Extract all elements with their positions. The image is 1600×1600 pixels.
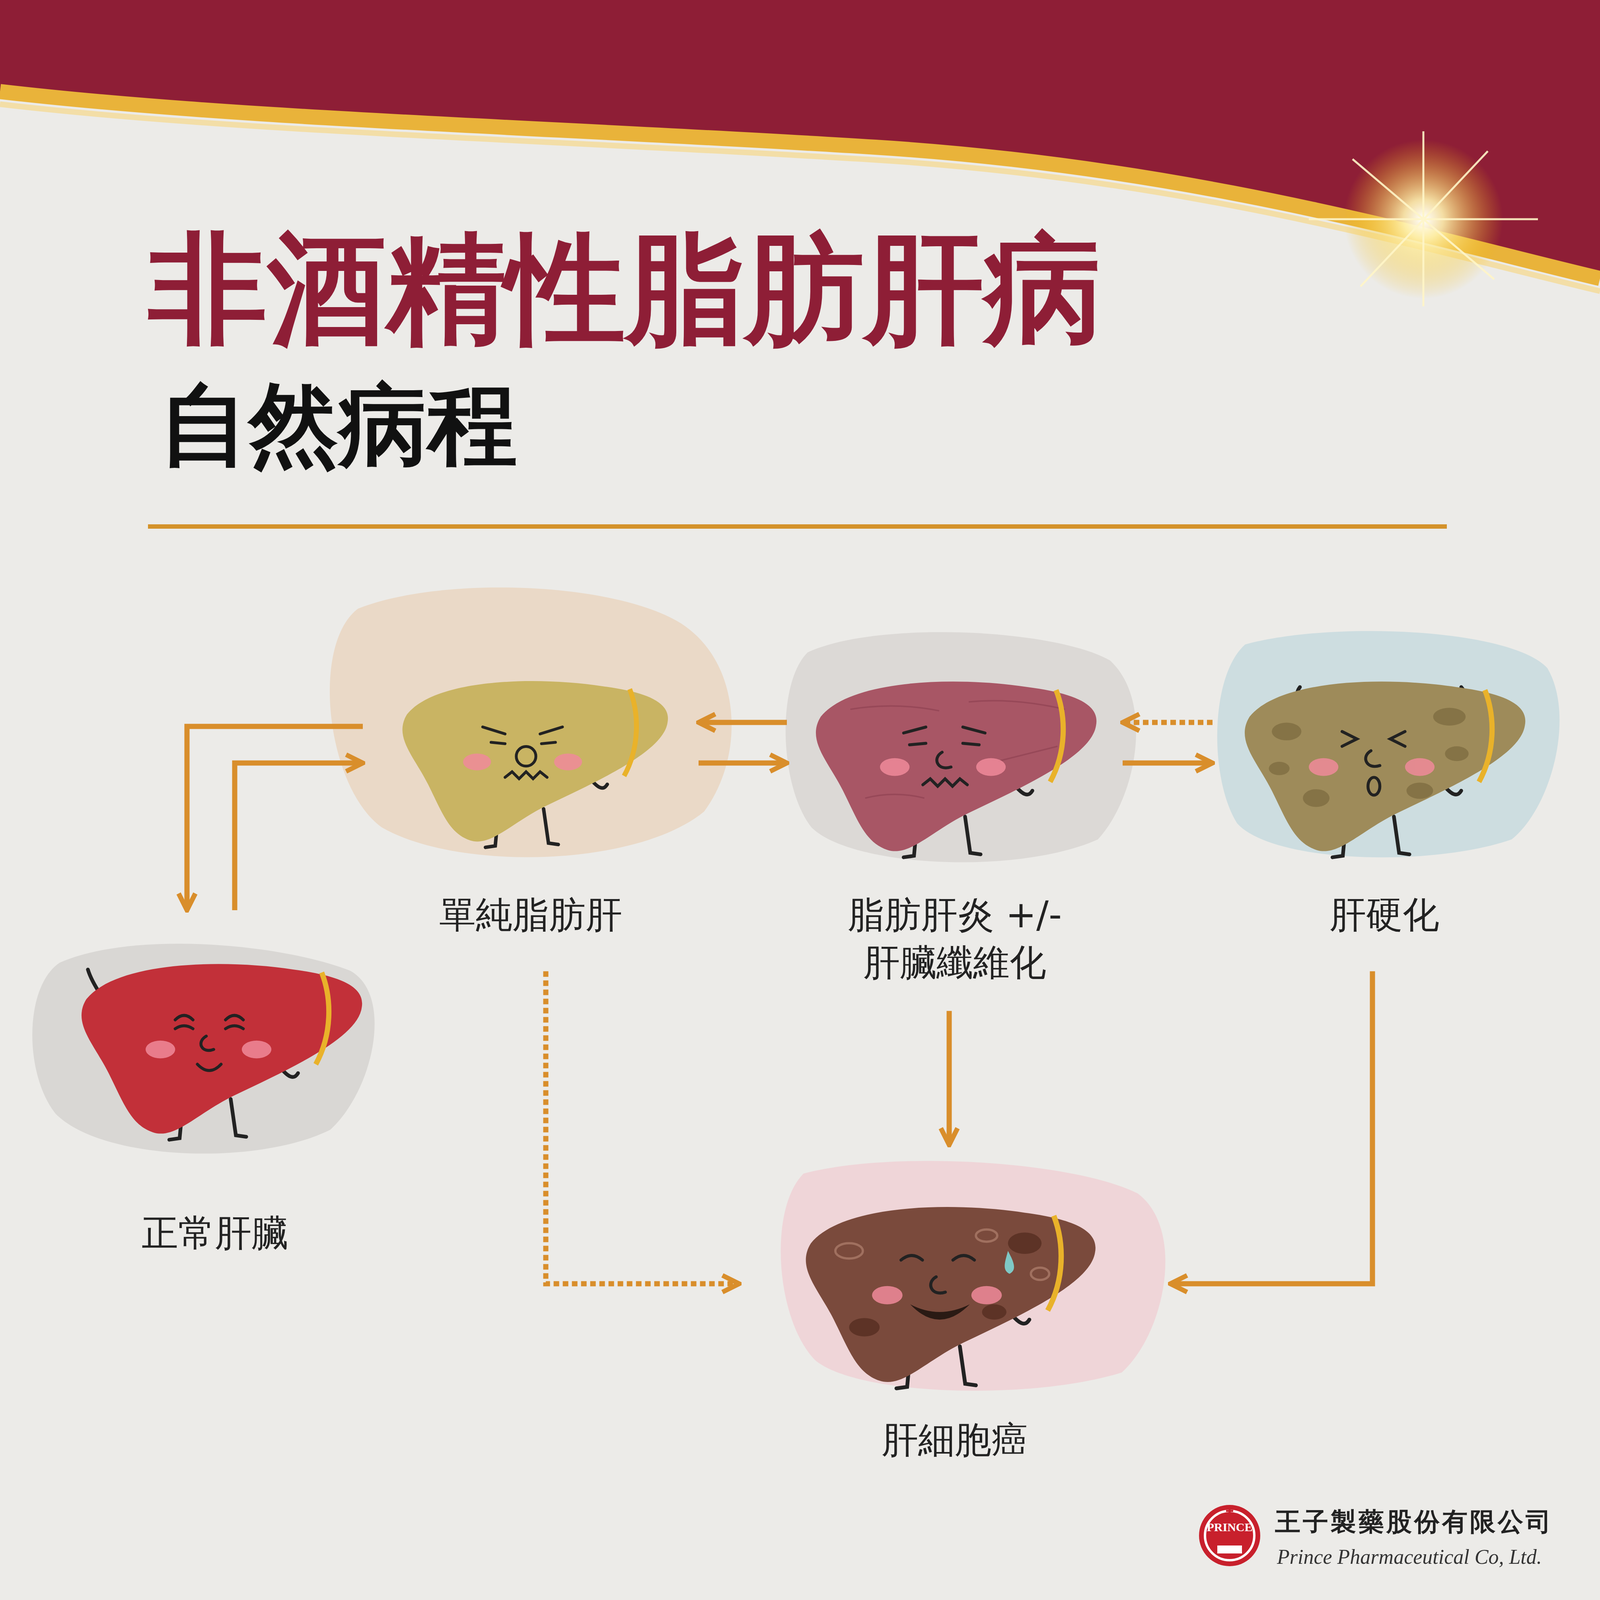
hcc-stage: 肝細胞癌: [747, 1153, 1162, 1464]
progression-arrow: [234, 763, 363, 911]
stage-label: 肝硬化: [1221, 891, 1548, 939]
stage-label: 脂肪肝炎 +/- 肝臟纖維化: [795, 891, 1114, 987]
progression-arrow: [698, 720, 787, 726]
progression-arrow: [1170, 971, 1373, 1284]
progression-arrow: [1122, 760, 1213, 766]
stage-label: 肝細胞癌: [747, 1416, 1162, 1464]
cirrhosis-stage: 肝硬化: [1221, 584, 1548, 939]
stage-label: 正常肝臟: [43, 1209, 386, 1258]
dotted-arrow: [1122, 720, 1213, 726]
dotted-arrow: [545, 971, 740, 1284]
company-name: 王子製藥股份有限公司: [1274, 1507, 1554, 1536]
stage-label: 單純脂肪肝: [371, 891, 690, 939]
progression-arrow: [946, 1010, 952, 1145]
title: 非酒精性脂肪肝病: [147, 222, 1103, 355]
nash-stage: 脂肪肝炎 +/- 肝臟纖維化: [795, 584, 1114, 987]
progression-arrow: [698, 760, 787, 766]
normal-liver-stage: 正常肝臟: [43, 918, 386, 1258]
logo-text: PRINCE: [1201, 1521, 1258, 1534]
company-name-en: Prince Pharmaceutical Co, Ltd.: [1276, 1545, 1542, 1569]
progression-arrow: [186, 726, 363, 911]
subtitle: 自然病程: [159, 375, 518, 475]
fatty-liver-stage: 單純脂肪肝: [371, 584, 690, 939]
